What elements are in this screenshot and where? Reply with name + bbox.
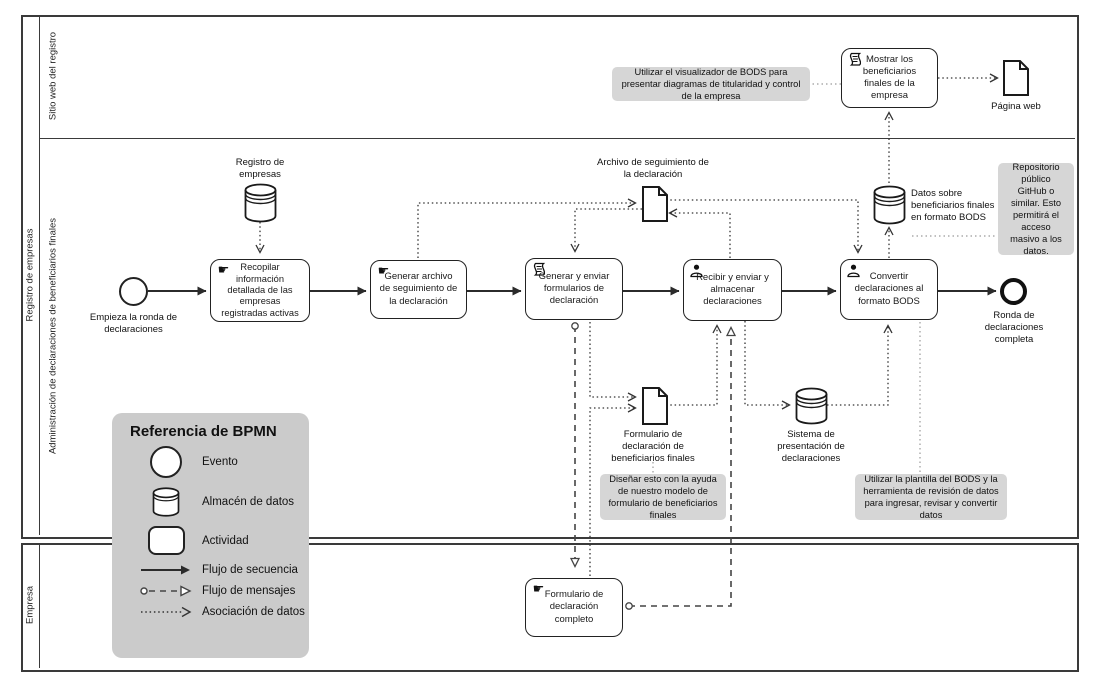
assoc-form-doc-to-receive bbox=[666, 324, 722, 406]
user-task-icon bbox=[689, 263, 704, 278]
script-task-icon bbox=[531, 262, 546, 277]
document-tracking bbox=[642, 186, 668, 222]
label-end-event: Ronda de declaraciones completa bbox=[984, 310, 1044, 346]
task-collect-info: ☛ Recopilar información detallada de las… bbox=[210, 259, 310, 322]
label-webpage: Página web bbox=[991, 101, 1041, 112]
task-label: Mostrar los beneficiarios finales de la … bbox=[862, 53, 917, 102]
label-registry-datastore: Registro de empresas bbox=[235, 157, 285, 181]
bpmn-legend: Referencia de BPMN Evento Almacén de dat… bbox=[112, 413, 309, 658]
pool-company-label-divider bbox=[39, 543, 40, 668]
datastore-registry bbox=[244, 183, 277, 223]
task-label: Recibir y enviar y almacenar declaracion… bbox=[696, 271, 769, 308]
lane-divider-website-admin bbox=[39, 138, 1075, 139]
event-legend-icon bbox=[150, 446, 182, 478]
end-event bbox=[1000, 278, 1027, 305]
legend-row-message-flow: Flujo de mensajes bbox=[130, 585, 309, 597]
note-design: Diseñar esto con la ayuda de nuestro mod… bbox=[600, 474, 726, 520]
assoc-completeform-to-form-doc bbox=[589, 403, 637, 576]
pool-registro-de-empresas bbox=[21, 15, 1079, 539]
assoc-generate-to-tracking-doc bbox=[417, 198, 637, 258]
legend-row-sequence-flow: Flujo de secuencia bbox=[130, 564, 309, 576]
assoc-receive-to-tracking-doc bbox=[668, 208, 731, 258]
start-event bbox=[119, 277, 148, 306]
user-task-icon bbox=[846, 263, 861, 278]
assoc-system-store-to-convert bbox=[827, 324, 893, 406]
label-tracking-doc: Archivo de seguimiento de la declaración bbox=[597, 157, 709, 181]
task-label: Generar y enviar formularios de declarac… bbox=[538, 270, 610, 307]
msg-completeform-to-receive bbox=[625, 326, 737, 610]
datastore-legend-icon bbox=[130, 487, 202, 517]
pool-registry-label-divider bbox=[39, 15, 40, 535]
assoc-tracking-doc-to-convert bbox=[666, 199, 863, 254]
label-start-event: Empieza la ronda de declaraciones bbox=[89, 312, 178, 336]
legend-row-activity: Actividad bbox=[130, 526, 309, 555]
note-template: Utilizar la plantilla del BODS y la herr… bbox=[855, 474, 1007, 520]
task-receive-store: Recibir y enviar y almacenar declaracion… bbox=[683, 259, 782, 321]
pool-empresa bbox=[21, 543, 1079, 672]
manual-task-icon: ☛ bbox=[217, 262, 230, 277]
legend-row-data-association: Asociación de datos bbox=[130, 606, 309, 618]
message-flow-legend-icon bbox=[130, 585, 202, 597]
sequence-flow-legend-icon bbox=[130, 564, 202, 576]
task-label: Formulario de declaración completo bbox=[544, 589, 604, 625]
legend-row-event: Evento bbox=[130, 446, 309, 478]
task-generate-tracking: ☛ Generar archivo de seguimiento de la d… bbox=[370, 260, 467, 319]
document-form bbox=[642, 387, 668, 425]
datastore-bods bbox=[873, 185, 906, 225]
manual-task-icon: ☛ bbox=[532, 581, 545, 596]
task-send-forms: Generar y enviar formularios de declarac… bbox=[525, 258, 623, 320]
task-label: Convertir declaraciones al formato BODS bbox=[854, 271, 924, 307]
assoc-sendforms-to-form-doc bbox=[589, 322, 637, 402]
legend-row-datastore: Almacén de datos bbox=[130, 487, 309, 517]
assoc-receive-to-system-store bbox=[744, 321, 791, 410]
task-label: Recopilar información detallada de las e… bbox=[221, 262, 299, 318]
label-bods-datastore: Datos sobre beneficiarios finales en for… bbox=[911, 188, 995, 224]
script-task-icon bbox=[847, 52, 862, 67]
label-system-datastore: Sistema de presentación de declaraciones bbox=[777, 429, 845, 465]
datastore-system bbox=[795, 387, 828, 425]
task-convert-bods: Convertir declaraciones al formato BODS bbox=[840, 259, 938, 320]
manual-task-icon: ☛ bbox=[377, 263, 390, 278]
note-visualizer: Utilizar el visualizador de BODS para pr… bbox=[612, 67, 810, 101]
task-label: Generar archivo de seguimiento de la dec… bbox=[379, 271, 458, 307]
task-show-owners: Mostrar los beneficiarios finales de la … bbox=[841, 48, 938, 108]
note-github: Repositorio público GitHub o similar. Es… bbox=[998, 162, 1074, 256]
legend-title: Referencia de BPMN bbox=[130, 423, 277, 440]
task-complete-form: ☛ Formulario de declaración completo bbox=[525, 578, 623, 637]
activity-legend-icon bbox=[147, 526, 185, 555]
data-association-legend-icon bbox=[130, 606, 202, 618]
document-webpage bbox=[1003, 60, 1029, 96]
assoc-tracking-doc-to-sendforms bbox=[570, 208, 642, 253]
